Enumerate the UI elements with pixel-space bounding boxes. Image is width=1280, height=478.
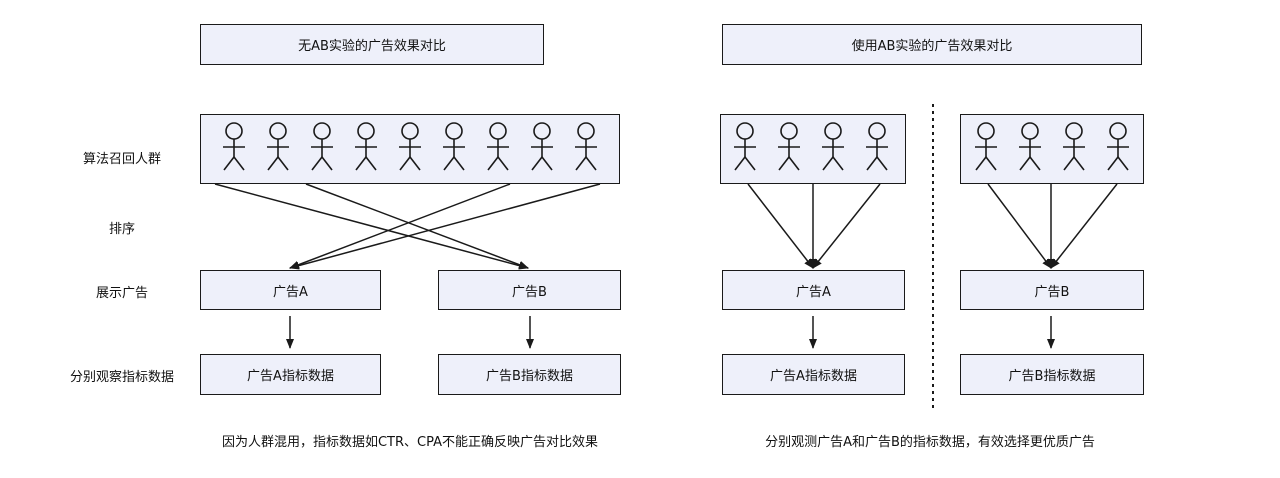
left-title-box: 无AB实验的广告效果对比	[200, 24, 544, 65]
right-metric-a-label: 广告A指标数据	[770, 369, 857, 384]
person-icon	[487, 122, 509, 171]
right-crowd-box-b	[960, 114, 1144, 184]
flow-arrow	[289, 183, 601, 270]
left-metric-a-box: 广告A指标数据	[200, 354, 381, 395]
left-metric-b-box: 广告B指标数据	[438, 354, 621, 395]
person-icon	[311, 122, 333, 171]
flow-arrow	[305, 183, 529, 269]
flow-arrow	[812, 183, 881, 269]
left-ad-b-label: 广告B	[512, 284, 547, 300]
flow-arrow	[987, 183, 1052, 269]
left-caption: 因为人群混用，指标数据如CTR、CPA不能正确反映广告对比效果	[221, 435, 599, 450]
left-metric-a-label: 广告A指标数据	[247, 369, 334, 384]
person-icon	[1019, 122, 1041, 171]
person-icon	[866, 122, 888, 171]
right-ad-b-label: 广告B	[1034, 284, 1070, 300]
person-icon	[443, 122, 465, 171]
left-metric-b-label: 广告B指标数据	[486, 369, 573, 384]
person-icon	[1107, 122, 1129, 171]
person-icon	[975, 122, 997, 171]
person-icon	[223, 122, 245, 171]
person-icon	[355, 122, 377, 171]
left-ad-b-box: 广告B	[438, 270, 621, 310]
right-metric-a-box: 广告A指标数据	[722, 354, 905, 395]
left-ad-a-label: 广告A	[273, 284, 308, 300]
row-label-show: 展示广告	[95, 286, 148, 301]
right-ad-a-box: 广告A	[722, 270, 905, 310]
right-title: 使用AB实验的广告效果对比	[851, 39, 1013, 54]
flow-arrow	[747, 183, 814, 269]
row-label-observe: 分别观察指标数据	[69, 370, 174, 385]
person-icon	[575, 122, 597, 171]
person-icon	[822, 122, 844, 171]
right-metric-b-box: 广告B指标数据	[960, 354, 1144, 395]
right-ad-b-box: 广告B	[960, 270, 1144, 310]
left-title: 无AB实验的广告效果对比	[298, 39, 446, 54]
person-icon	[399, 122, 421, 171]
row-label-sort: 排序	[108, 222, 135, 237]
right-title-box: 使用AB实验的广告效果对比	[722, 24, 1142, 65]
flow-arrow	[1050, 183, 1118, 269]
person-icon	[267, 122, 289, 171]
flow-arrow	[214, 183, 529, 270]
flow-arrow	[289, 183, 511, 269]
row-label-recall: 算法召回人群	[82, 152, 161, 167]
right-caption: 分别观测广告A和广告B的指标数据，有效选择更优质广告	[765, 435, 1095, 450]
right-ad-a-label: 广告A	[796, 284, 831, 300]
left-ad-a-box: 广告A	[200, 270, 381, 310]
person-icon	[531, 122, 553, 171]
person-icon	[778, 122, 800, 171]
person-icon	[734, 122, 756, 171]
person-icon	[1063, 122, 1085, 171]
right-metric-b-label: 广告B指标数据	[1008, 369, 1096, 384]
